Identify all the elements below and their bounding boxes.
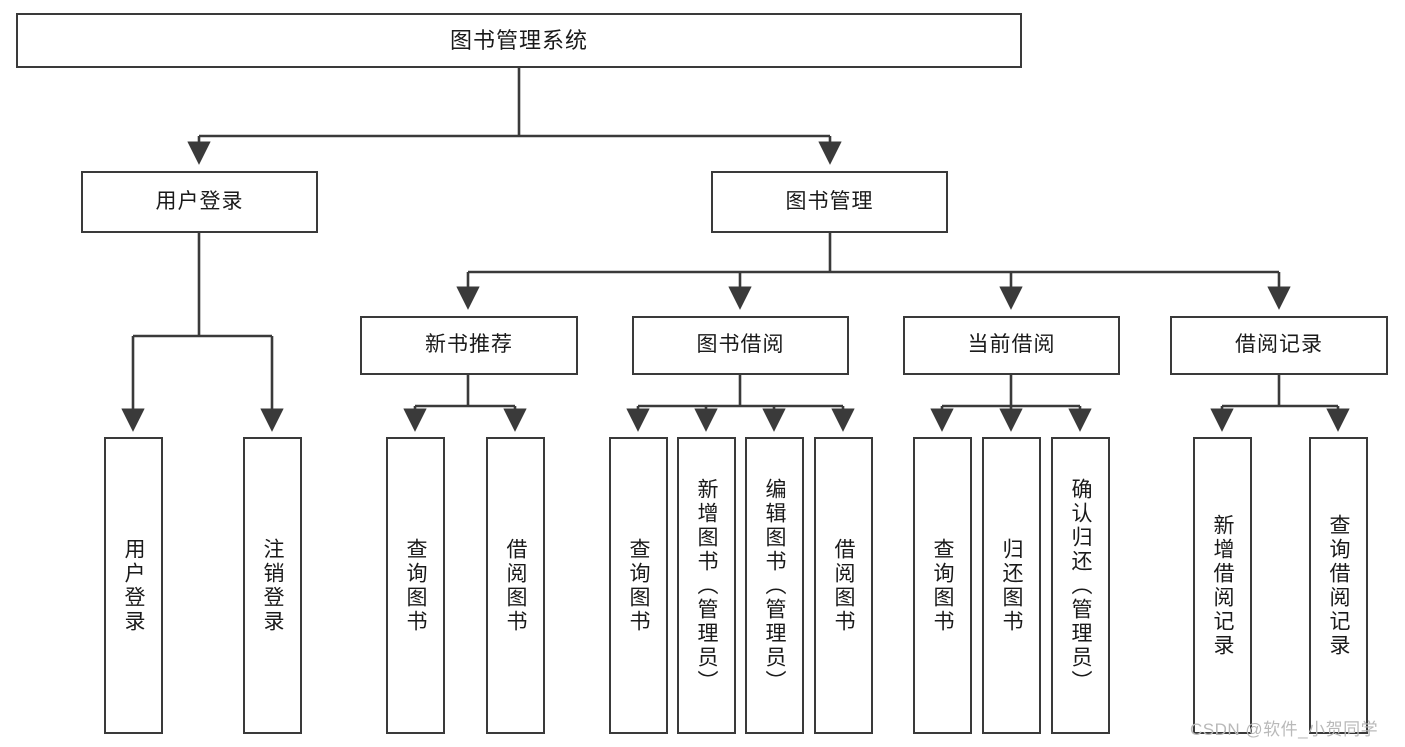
leaf-edit-book-label: 编辑图书（管理员） — [763, 477, 786, 694]
node-user-login-label: 用户登录 — [155, 189, 244, 213]
csdn-watermark: CSDN @软件_小贺同学 — [1190, 720, 1379, 739]
node-new-book-rec-label: 新书推荐 — [425, 333, 513, 357]
leaf-return-book-label: 归还图书 — [1000, 537, 1023, 634]
node-book-mgmt[interactable]: 图书管理 — [711, 171, 948, 233]
leaf-query-book-3[interactable]: 查询图书 — [913, 437, 972, 734]
node-borrow-record-label: 借阅记录 — [1235, 333, 1323, 357]
leaf-user-login[interactable]: 用户登录 — [104, 437, 163, 734]
node-root-label: 图书管理系统 — [449, 27, 588, 53]
leaf-query-record-label: 查询借阅记录 — [1327, 513, 1350, 658]
leaf-borrow-book-2-label: 借阅图书 — [832, 537, 855, 634]
leaf-borrow-book-1-label: 借阅图书 — [504, 537, 527, 634]
node-borrow-record[interactable]: 借阅记录 — [1170, 316, 1388, 375]
leaf-query-book-1[interactable]: 查询图书 — [386, 437, 445, 734]
node-current-borrow[interactable]: 当前借阅 — [903, 316, 1120, 375]
leaf-add-record[interactable]: 新增借阅记录 — [1193, 437, 1252, 734]
leaf-add-book[interactable]: 新增图书（管理员） — [677, 437, 736, 734]
node-book-borrow-label: 图书借阅 — [696, 333, 785, 357]
leaf-borrow-book-1[interactable]: 借阅图书 — [486, 437, 545, 734]
leaf-add-book-label: 新增图书（管理员） — [695, 477, 718, 694]
leaf-edit-book[interactable]: 编辑图书（管理员） — [745, 437, 804, 734]
node-root[interactable]: 图书管理系统 — [16, 13, 1022, 68]
node-book-borrow[interactable]: 图书借阅 — [632, 316, 849, 375]
node-user-login[interactable]: 用户登录 — [81, 171, 318, 233]
node-new-book-rec[interactable]: 新书推荐 — [360, 316, 578, 375]
leaf-query-record[interactable]: 查询借阅记录 — [1309, 437, 1368, 734]
leaf-return-book[interactable]: 归还图书 — [982, 437, 1041, 734]
leaf-logout[interactable]: 注销登录 — [243, 437, 302, 734]
leaf-query-book-3-label: 查询图书 — [931, 537, 954, 634]
leaf-add-record-label: 新增借阅记录 — [1211, 513, 1234, 658]
leaf-query-book-2-label: 查询图书 — [627, 537, 650, 634]
node-book-mgmt-label: 图书管理 — [785, 189, 874, 213]
leaf-logout-label: 注销登录 — [261, 537, 284, 634]
leaf-user-login-label: 用户登录 — [122, 537, 145, 634]
node-current-borrow-label: 当前借阅 — [967, 333, 1056, 357]
leaf-confirm-return[interactable]: 确认归还（管理员） — [1051, 437, 1110, 734]
leaf-query-book-1-label: 查询图书 — [404, 537, 427, 634]
leaf-borrow-book-2[interactable]: 借阅图书 — [814, 437, 873, 734]
leaf-query-book-2[interactable]: 查询图书 — [609, 437, 668, 734]
leaf-confirm-return-label: 确认归还（管理员） — [1069, 477, 1092, 694]
